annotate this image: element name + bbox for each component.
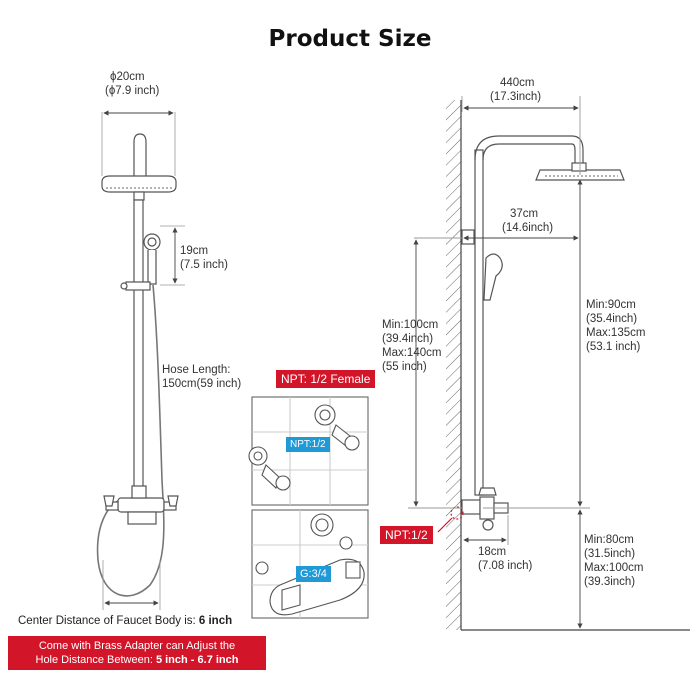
head-diameter-cm: ϕ20cm <box>110 71 145 83</box>
floor-height-max: Max:100cm <box>584 562 644 574</box>
side-dimensions <box>408 96 590 629</box>
slide-length-cm: 37cm <box>510 208 539 220</box>
banner-line-1: Come with Brass Adapter can Adjust the <box>38 640 236 652</box>
handheld-height-min: Min:100cm <box>382 319 439 331</box>
adapter-banner: Come with Brass Adapter can Adjust the H… <box>8 636 266 670</box>
handheld-size-cm: 19cm <box>180 245 209 257</box>
handheld-height-max-inch: (55 inch) <box>382 361 427 373</box>
banner-line-2: Hole Distance Between: 5 inch - 6.7 inch <box>35 654 239 666</box>
floor-height-min-inch: (31.5inch) <box>584 548 636 560</box>
floor-height-min: Min:80cm <box>584 534 634 546</box>
wall-depth-cm: 18cm <box>478 546 507 558</box>
handheld-height-max: Max:140cm <box>382 347 442 359</box>
banner-range: 5 inch - 6.7 inch <box>155 654 239 666</box>
wall <box>446 100 690 631</box>
bar-height-max-inch: (53.1 inch) <box>586 341 641 353</box>
page-title: Product Size <box>268 26 432 52</box>
head-diameter-inch: (ϕ7.9 inch) <box>105 85 160 97</box>
front-view-shower <box>96 110 185 610</box>
bar-height-max: Max:135cm <box>586 327 646 339</box>
faucet-center-distance: Center Distance of Faucet Body is: 6 inc… <box>18 615 233 627</box>
npt-wall-tag: NPT:1/2 <box>380 526 433 544</box>
faucet-center-value: 6 inch <box>198 615 233 627</box>
handheld-height-min-inch: (39.4inch) <box>382 333 434 345</box>
arm-reach-cm: 440cm <box>500 77 535 89</box>
floor-height-max-inch: (39.3inch) <box>584 576 636 588</box>
hose-length-label: Hose Length: <box>162 364 231 376</box>
npt-tag-blue: NPT:1/2 <box>286 437 330 452</box>
bar-height-min-inch: (35.4inch) <box>586 313 638 325</box>
npt-female-tag: NPT: 1/2 Female <box>276 370 376 388</box>
bar-height-min: Min:90cm <box>586 299 636 311</box>
hose-length-value: 150cm(59 inch) <box>162 378 242 390</box>
wall-depth-inch: (7.08 inch) <box>478 560 533 572</box>
slide-length-inch: (14.6inch) <box>502 222 554 234</box>
g34-tag: G:3/4 <box>296 566 331 582</box>
arm-reach-inch: (17.3inch) <box>490 91 542 103</box>
handheld-size-inch: (7.5 inch) <box>180 259 228 271</box>
detail-panel-bottom <box>251 509 369 619</box>
